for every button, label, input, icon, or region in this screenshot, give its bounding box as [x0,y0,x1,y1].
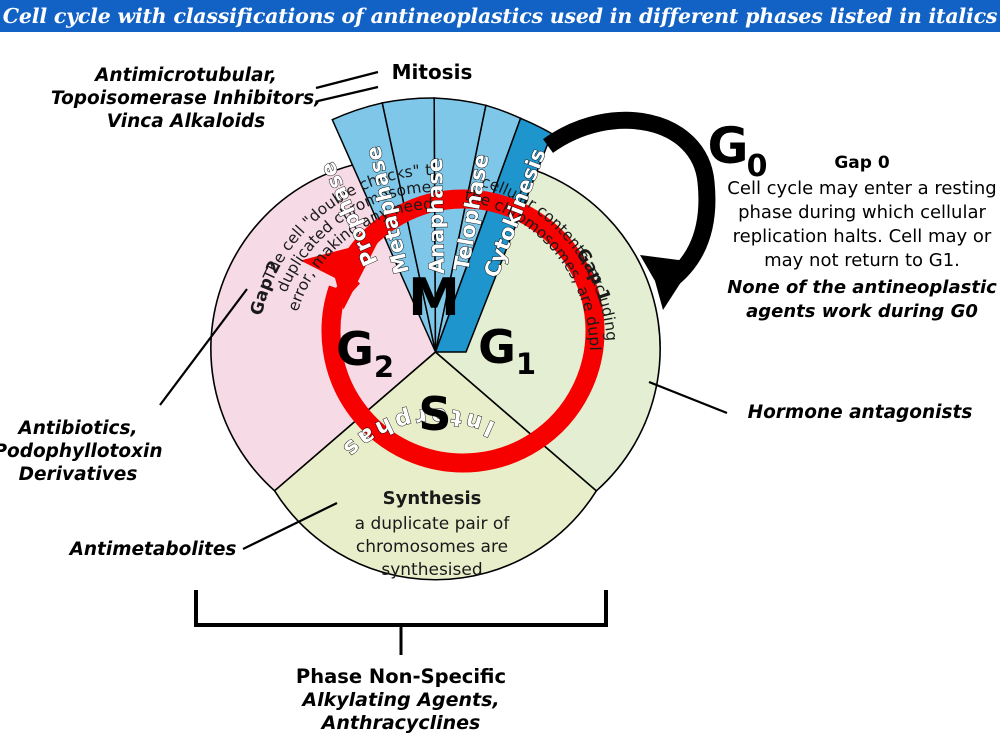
gap0-text-group: Gap 0 Cell cycle may enter a resting pha… [727,153,997,322]
label-G1-sub: 1 [516,347,536,381]
leader-s-drugs [242,502,338,550]
red-cycle-arrowhead [300,240,379,310]
mitosis-leader-line [315,70,379,90]
leader-g2-drugs [159,288,248,406]
mitosis-drugs-label: Antimicrotubular, Topoisomerase Inhibito… [51,65,321,132]
label-M: M [408,268,460,328]
g2-drugs-label: Antibiotics, Podophyllotoxin Derivatives [0,418,163,485]
s-drugs-label: Antimetabolites [68,539,237,560]
label-G0: G [707,117,748,175]
phase-nonspecific-label: Phase Non-Specific Alkylating Agents, An… [296,665,506,734]
gap0-line-3: replication halts. Cell may or [733,226,992,247]
g0-arrow-curve [543,111,716,290]
synthesis-line-1: a duplicate pair of [355,514,511,534]
mitosis-heading: Mitosis [392,60,473,84]
label-S: S [418,387,451,441]
page-title: Cell cycle with classifications of antin… [2,4,998,28]
g0-arrow-head [640,255,694,310]
gap0-line-1: Cell cycle may enter a resting [727,178,996,199]
g0-arrow [543,111,716,310]
leader-g1-drugs [648,380,728,415]
mitosis-heading-group: Mitosis [315,60,473,90]
label-anaphase: Anaphase [423,158,449,275]
interphase-ring-arc [321,189,605,473]
red-arrow-tail [333,273,360,301]
gap0-line-2: phase during which cellular [738,202,986,223]
g2-drugs-line-3: Derivatives [19,464,138,485]
interphase-ring [300,189,605,473]
synthesis-line-2: chromosomes are [356,537,508,557]
gap0-italic-1: None of the antineoplastic [727,277,997,298]
wedge-cytokinesis [434,117,553,353]
label-G0-sub: 0 [747,149,768,184]
annotation-leader-lines [159,85,728,550]
g1-drugs-label: Hormone antagonists [748,402,973,423]
g2-drugs-line-1: Antibiotics, [16,418,137,439]
phase-nonspecific-bracket [194,590,608,655]
bracket-path [194,590,608,627]
mitosis-drugs-line-3: Vinca Alkaloids [107,111,266,132]
mitosis-drugs-line-1: Antimicrotubular, [93,65,277,86]
label-G2-sub: 2 [374,350,394,384]
synthesis-text-group: Synthesis a duplicate pair of chromosome… [355,488,511,580]
gap0-heading: Gap 0 [834,153,890,173]
mitosis-drugs-line-2: Topoisomerase Inhibitors, [51,88,321,109]
nonspecific-italic-2: Anthracyclines [320,712,481,734]
gap0-italic-2: agents work during G0 [746,301,978,322]
nonspecific-italic-1: Alkylating Agents, [300,689,499,711]
label-G1: G [478,320,516,374]
label-G2: G [336,322,374,376]
phase-short-labels: M G 2 G 1 S G 0 [336,117,767,441]
leader-mitosis-drugs [317,85,379,103]
title-bar: Cell cycle with classifications of antin… [0,0,1000,32]
gap0-line-4: may not return to G1. [764,250,960,271]
synthesis-line-3: synthesised [381,560,482,580]
g2-drugs-line-2: Podophyllotoxin [0,441,163,462]
synthesis-heading: Synthesis [383,488,482,509]
nonspecific-heading: Phase Non-Specific [296,665,506,688]
